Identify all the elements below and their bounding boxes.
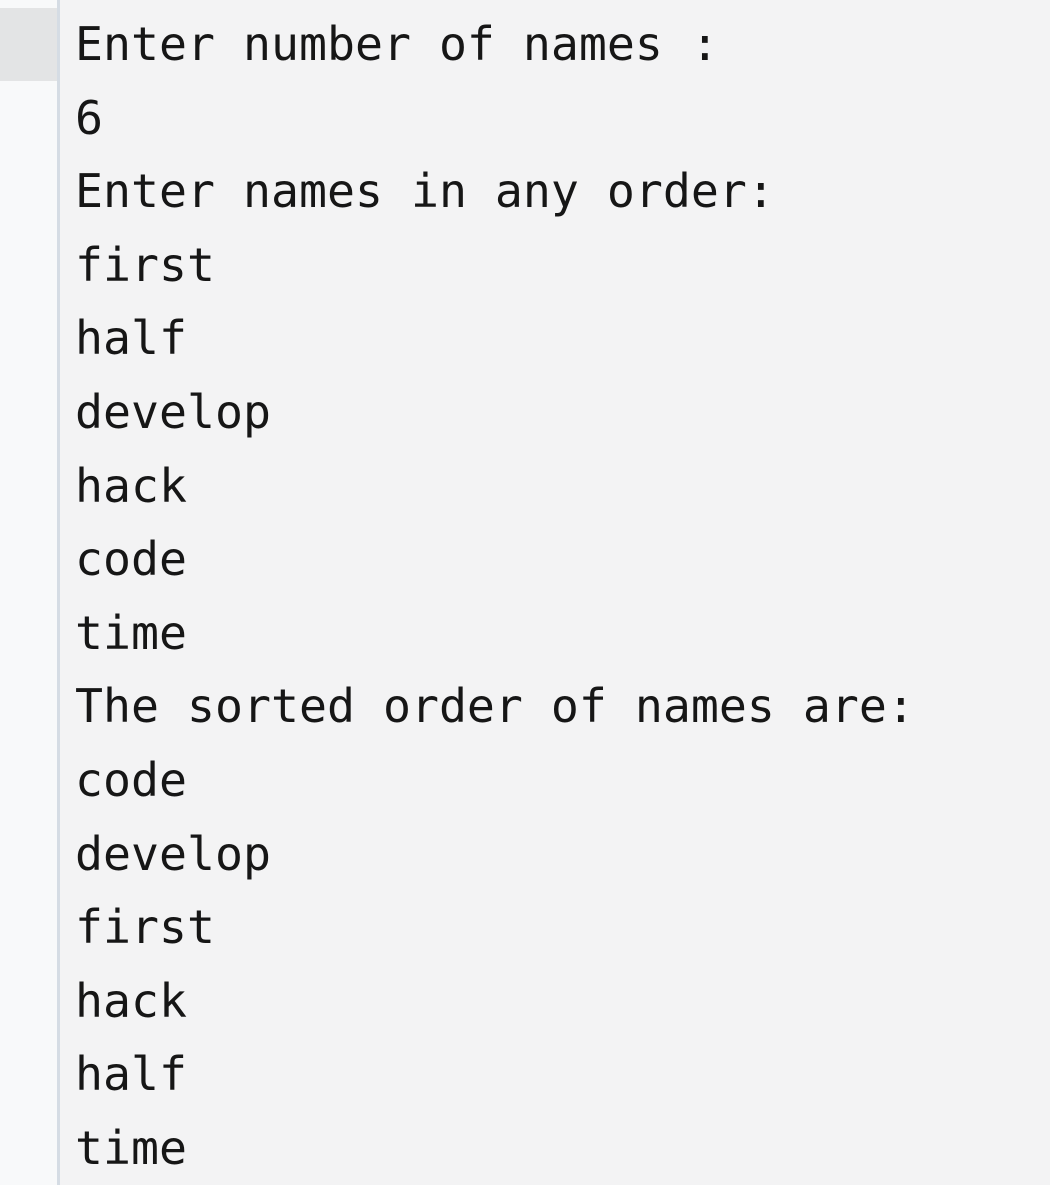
console-line: The sorted order of names are: bbox=[75, 679, 915, 734]
console-line: code bbox=[75, 752, 187, 807]
console-line: 6 bbox=[75, 90, 103, 145]
scrollbar-thumb[interactable] bbox=[0, 8, 57, 81]
scrollbar-track[interactable] bbox=[0, 0, 57, 1185]
console-line: hack bbox=[75, 458, 187, 513]
console-line: time bbox=[75, 1120, 187, 1175]
console-line: half bbox=[75, 1047, 187, 1102]
console-line: Enter names in any order: bbox=[75, 164, 775, 219]
console-line: code bbox=[75, 532, 187, 587]
console-line: first bbox=[75, 237, 215, 292]
console-line: Enter number of names : bbox=[75, 17, 719, 71]
console-line: develop bbox=[75, 826, 271, 881]
console-line: half bbox=[75, 311, 187, 366]
console-line: develop bbox=[75, 384, 271, 439]
console-line: first bbox=[75, 900, 215, 955]
console-line: hack bbox=[75, 973, 187, 1028]
console-line: time bbox=[75, 605, 187, 660]
panel-divider-line bbox=[57, 0, 60, 1185]
